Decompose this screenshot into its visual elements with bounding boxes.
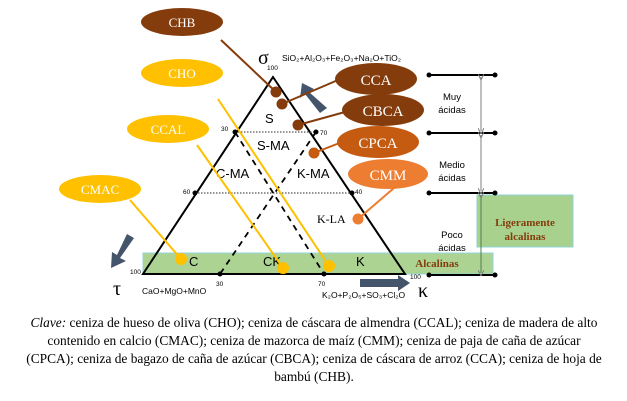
label-alcalinas-2: alcalinas xyxy=(505,231,547,243)
tick-top-100: 100 xyxy=(267,65,278,72)
region-s-ma: S-MA xyxy=(257,138,290,153)
kappa-formula: K₂O+P₂O₅+SO₃+Cl₂O xyxy=(322,290,406,300)
tick-base-100-left: 100 xyxy=(130,269,141,276)
sigma-formula: SiO₂+Al₂O₃+Fe₂O₃+Na₂O+TiO₂ xyxy=(282,53,401,63)
point-ccal xyxy=(277,262,289,274)
arrow-sigma-icon xyxy=(300,83,327,113)
connector-cca xyxy=(281,79,339,105)
caption-key: Clave: xyxy=(30,315,67,330)
tick-left-60: 60 xyxy=(183,189,191,196)
caption-text: ceniza de hueso de oliva (CHO); ceniza d… xyxy=(26,315,602,384)
bubble-chb-label: CHB xyxy=(169,15,196,30)
triangle-outline xyxy=(141,75,407,275)
point-cca xyxy=(276,98,288,110)
label-medio-acidas: ácidas xyxy=(438,173,466,184)
tau-formula: CaO+MgO+MnO xyxy=(142,286,207,296)
connector-ccal xyxy=(196,144,284,269)
figure-caption: Clave: ceniza de hueso de oliva (CHO); c… xyxy=(22,314,606,386)
region-c: C xyxy=(189,254,198,269)
label-muy: Muy xyxy=(443,92,461,103)
region-k-ma: K-MA xyxy=(297,166,330,181)
bubble-chb xyxy=(141,8,223,36)
tick-right-40: 40 xyxy=(355,189,363,196)
region-c-ma: C-MA xyxy=(216,166,250,181)
tick-base-70: 70 xyxy=(318,281,326,288)
bubble-cho-label: CHO xyxy=(168,66,195,81)
tick-markers xyxy=(192,129,355,277)
bubble-cmm-label: CMM xyxy=(370,168,407,184)
bubble-cpca-label: CPCA xyxy=(358,136,397,152)
bubble-cmac xyxy=(59,175,141,203)
label-poco-acidas: ácidas xyxy=(438,243,466,254)
bubble-cpca xyxy=(337,126,419,158)
acidity-scale-bars xyxy=(429,74,495,276)
ligeramente-alcalinas-box xyxy=(476,194,574,248)
connector-chb xyxy=(220,39,277,93)
point-cmac xyxy=(175,253,187,265)
connector-cmm xyxy=(357,187,395,220)
connector-cbca xyxy=(297,111,346,126)
bubble-cca xyxy=(335,63,417,95)
region-k-la: K-LA xyxy=(317,212,346,226)
arrow-tau-icon xyxy=(111,234,134,268)
bubble-cmm xyxy=(348,159,428,189)
arrow-kappa-icon xyxy=(360,275,410,291)
bubble-ccal-label: CCAL xyxy=(151,122,186,137)
point-cho xyxy=(323,260,335,272)
point-cbca xyxy=(292,119,304,131)
kappa-symbol: κ xyxy=(418,280,428,302)
label-muy-acidas: ácidas xyxy=(438,105,466,116)
region-k: K xyxy=(356,254,365,269)
point-cpca xyxy=(308,147,320,159)
tick-base-100-right: 100 xyxy=(410,274,421,281)
label-ligeramente: Ligeramente xyxy=(495,217,555,229)
bubble-cbca xyxy=(342,94,424,126)
bubble-cmac-label: CMAC xyxy=(81,182,119,197)
region-s: S xyxy=(265,111,274,126)
bubble-cca-label: CCA xyxy=(361,73,392,89)
point-chb xyxy=(270,86,282,98)
point-cmm xyxy=(352,213,364,225)
dashed-line-left xyxy=(234,131,325,275)
label-poco: Poco xyxy=(441,230,463,241)
bubble-cho xyxy=(141,59,223,87)
label-alcalinas: Alcalinas xyxy=(415,258,459,270)
connector-cho xyxy=(217,98,330,267)
connector-cmac xyxy=(129,199,182,260)
tick-right-70: 70 xyxy=(320,130,328,137)
label-medio: Medio xyxy=(439,160,465,171)
sigma-symbol: σ xyxy=(258,47,269,69)
tau-symbol: τ xyxy=(113,278,121,300)
bubble-cbca-label: CBCA xyxy=(363,104,404,120)
tick-base-30: 30 xyxy=(216,281,224,288)
tick-left-30: 30 xyxy=(221,126,229,133)
bubble-ccal xyxy=(127,115,209,143)
